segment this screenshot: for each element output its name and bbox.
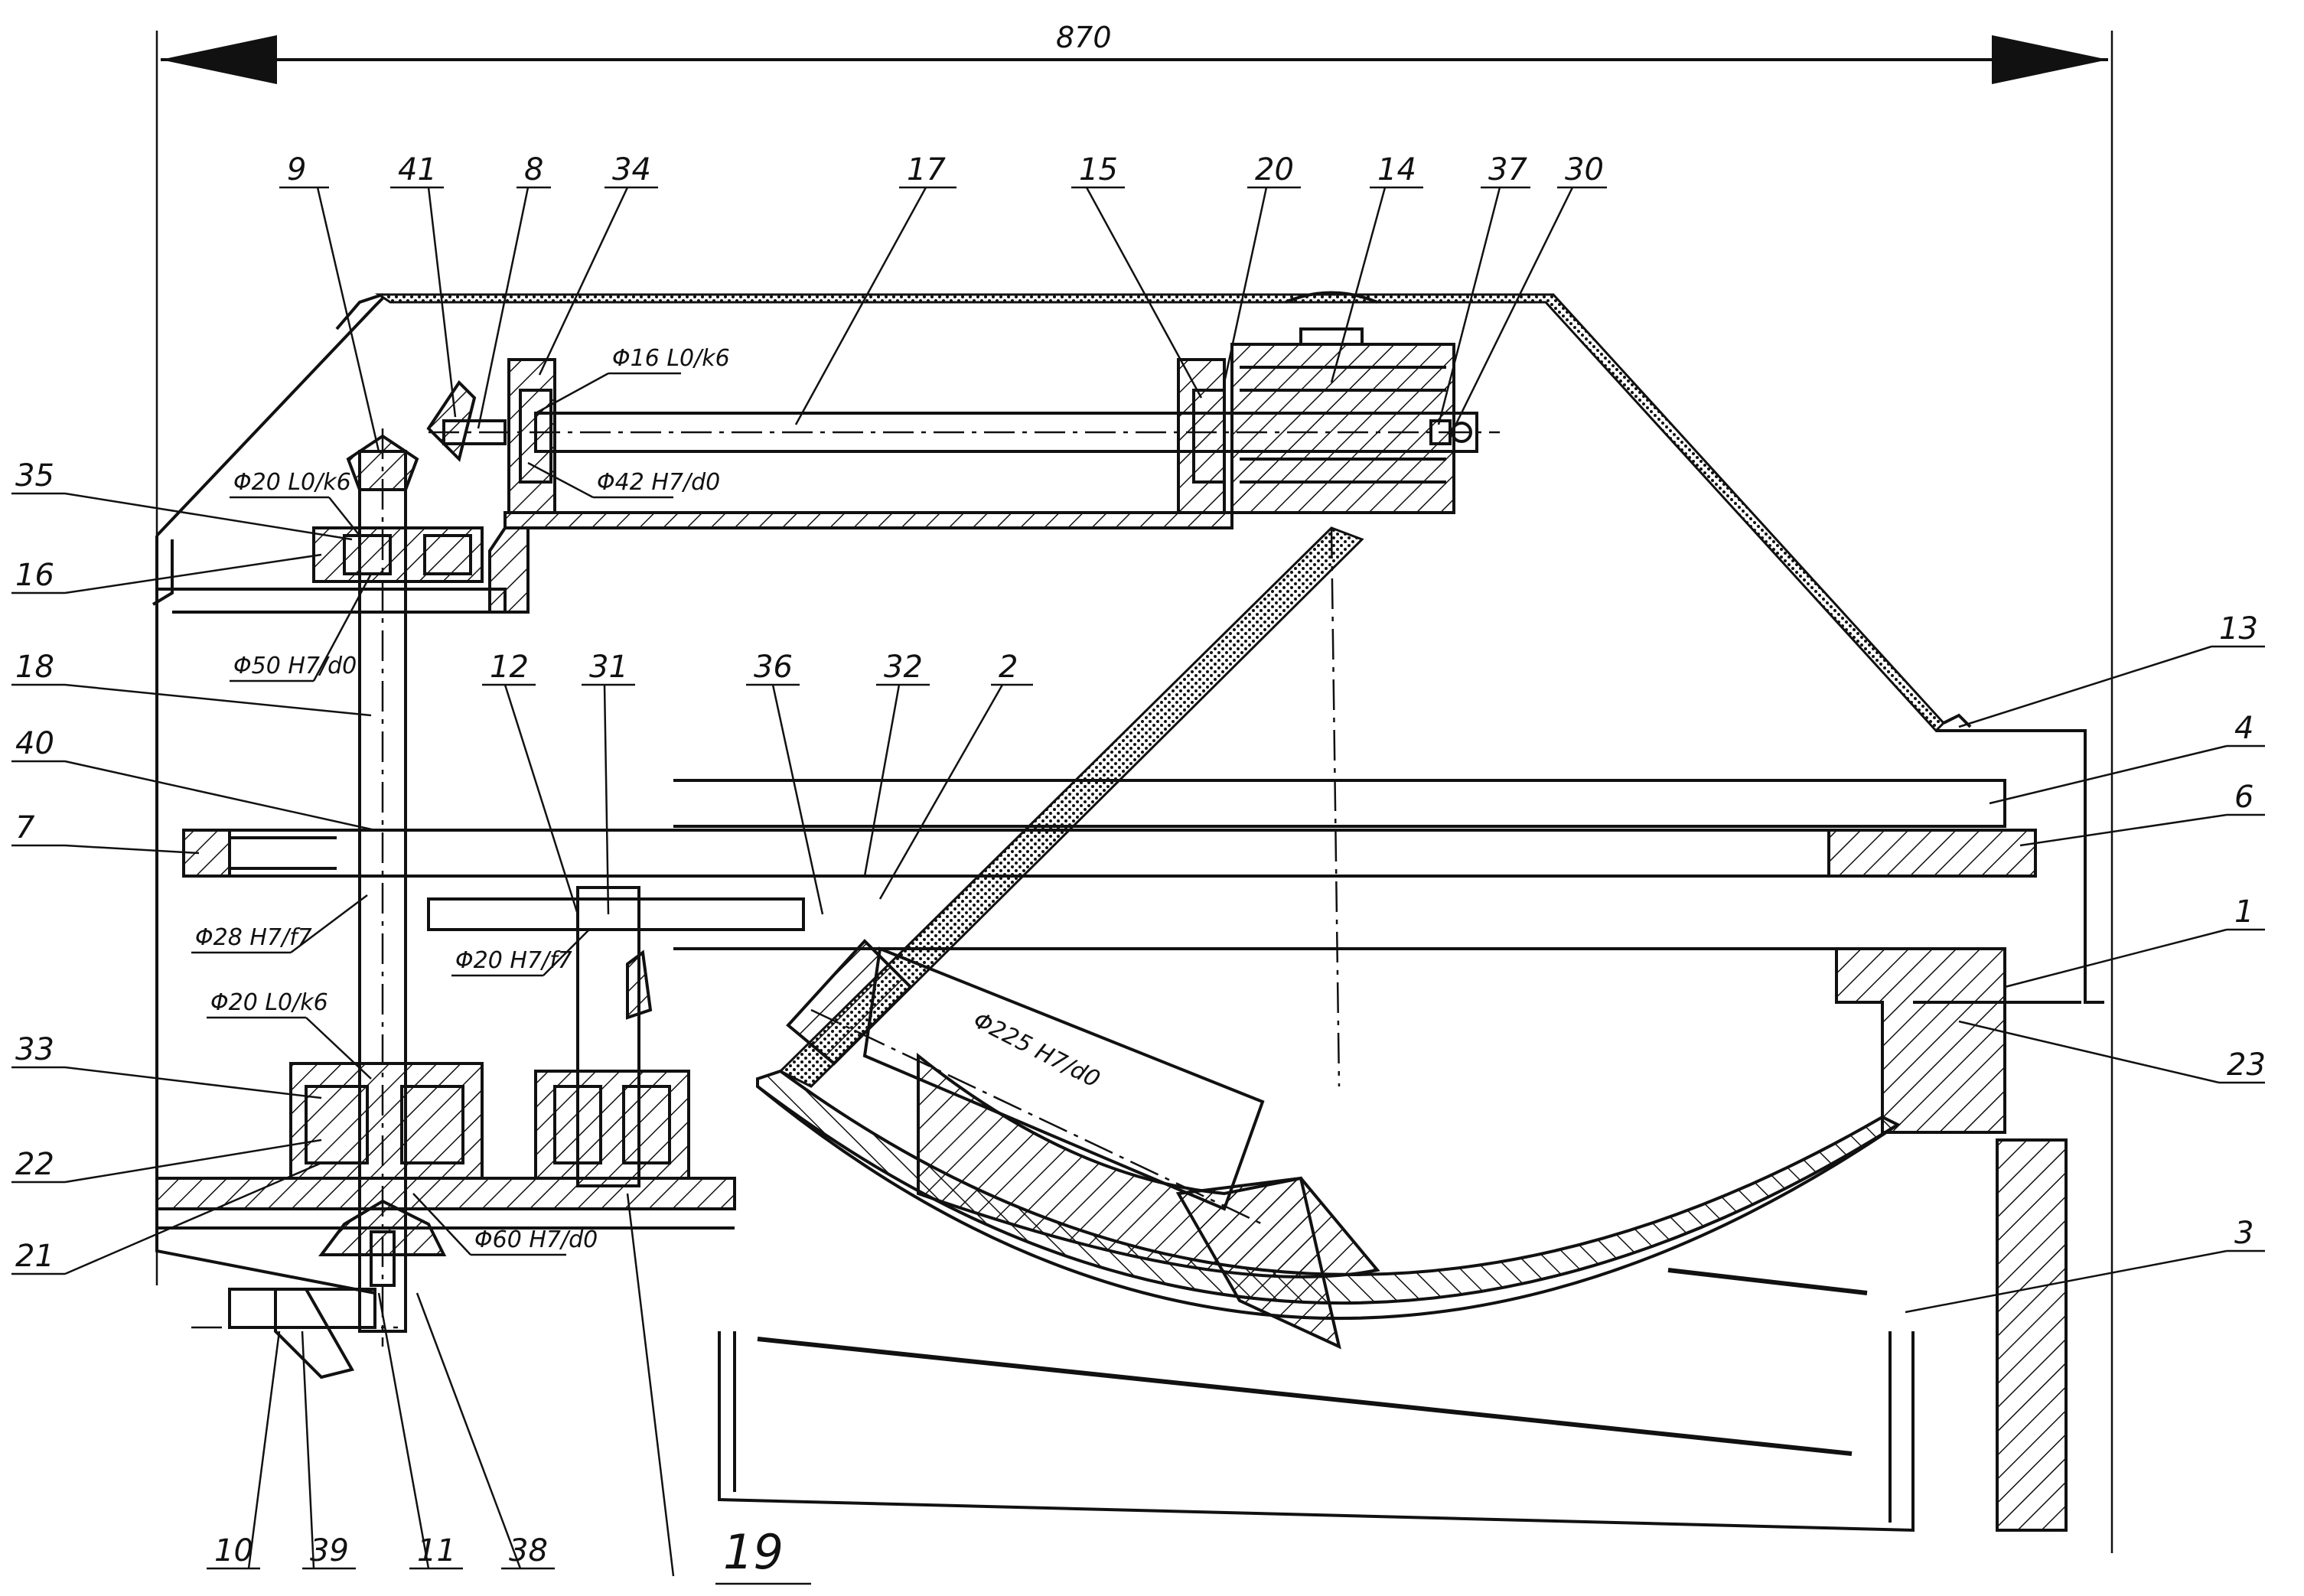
label-17: 17 — [907, 152, 946, 187]
label-1: 1 — [2234, 894, 2253, 930]
upper-shaft-assembly — [429, 329, 1500, 528]
label-12: 12 — [490, 650, 529, 685]
label-22: 22 — [15, 1147, 54, 1182]
label-35: 35 — [15, 458, 54, 493]
fit-20-f7: Φ20 H7/f7 — [455, 947, 572, 974]
label-15: 15 — [1079, 152, 1118, 187]
label-3: 3 — [2234, 1216, 2253, 1251]
label-19: 19 — [723, 1524, 784, 1580]
fit-225: Φ225 H7/d0 — [969, 1007, 1104, 1093]
label-32: 32 — [884, 650, 923, 685]
label-37: 37 — [1488, 152, 1527, 187]
fit-28: Φ28 H7/f7 — [195, 924, 312, 951]
label-14: 14 — [1377, 152, 1416, 187]
label-30: 30 — [1565, 152, 1604, 187]
label-10: 10 — [214, 1533, 253, 1568]
label-16: 16 — [15, 558, 54, 593]
label-23: 23 — [2227, 1047, 2266, 1083]
fit-50: Φ50 H7/d0 — [233, 653, 357, 679]
label-41: 41 — [398, 152, 437, 187]
fit-20-top: Φ20 L0/k6 — [233, 469, 351, 496]
overall-dimension: 870 — [157, 21, 2112, 1553]
fit-16: Φ16 L0/k6 — [612, 345, 730, 372]
label-40: 40 — [15, 726, 54, 761]
label-2: 2 — [999, 650, 1018, 685]
label-9: 9 — [287, 152, 306, 187]
label-34: 34 — [612, 152, 651, 187]
mixing-bowl — [719, 528, 2081, 1530]
label-6: 6 — [2234, 780, 2253, 815]
label-7: 7 — [15, 810, 35, 845]
label-4: 4 — [2234, 711, 2253, 746]
fit-60: Φ60 H7/d0 — [474, 1226, 598, 1253]
label-8: 8 — [524, 152, 543, 187]
label-36: 36 — [754, 650, 793, 685]
label-20: 20 — [1255, 152, 1294, 187]
label-39: 39 — [310, 1533, 349, 1568]
label-21: 21 — [15, 1239, 54, 1274]
label-13: 13 — [2219, 611, 2258, 647]
fit-20-low: Φ20 L0/k6 — [210, 989, 328, 1016]
label-33: 33 — [15, 1032, 54, 1067]
vertical-shaft-assembly — [191, 428, 482, 1377]
overall-width-text: 870 — [1056, 21, 1112, 54]
label-31: 31 — [589, 650, 628, 685]
label-18: 18 — [15, 650, 54, 685]
fit-42: Φ42 H7/d0 — [597, 469, 720, 496]
